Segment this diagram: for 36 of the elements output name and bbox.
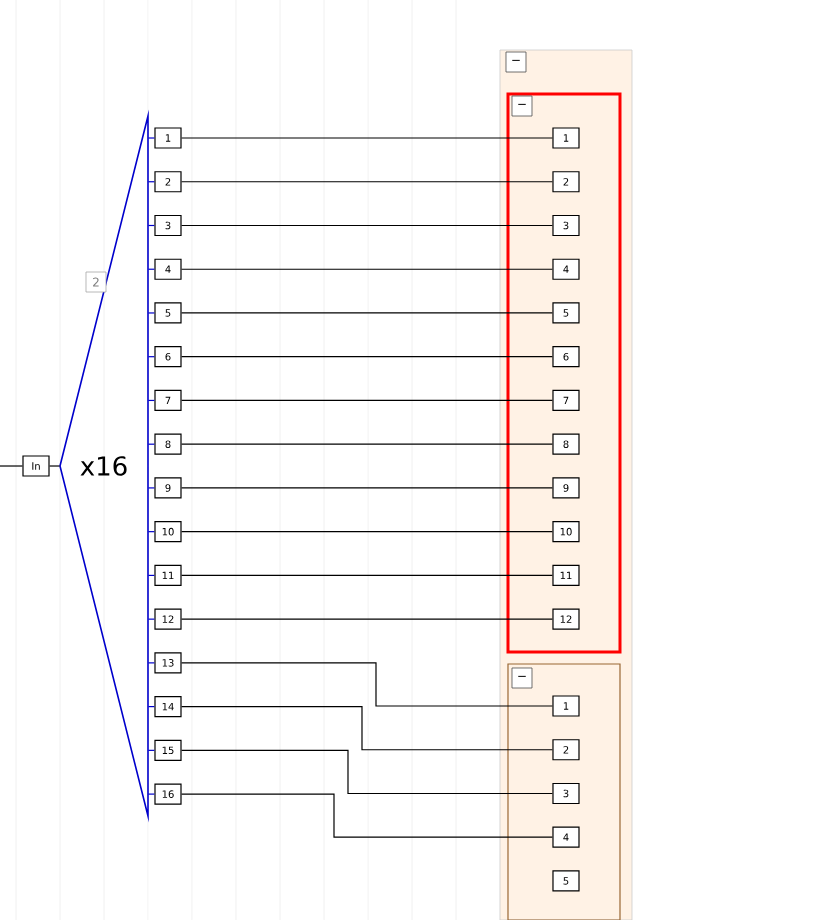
- connector-line: [147, 487, 155, 489]
- connector-line: [147, 662, 155, 664]
- connector-line: [181, 531, 553, 533]
- connector-line: [147, 399, 155, 402]
- connector-line: [181, 137, 553, 139]
- connector-line: [0, 465, 23, 467]
- connector-line: [181, 574, 553, 576]
- subsystem-frame: [507, 663, 621, 920]
- subsystem-frame: [506, 92, 622, 654]
- connector-line: [181, 443, 553, 445]
- connector-line: [147, 531, 155, 533]
- connector-line: [49, 465, 61, 467]
- connector-line: [181, 793, 553, 838]
- connector-line: [147, 268, 155, 270]
- connector-line: [147, 181, 155, 183]
- connector-line: [181, 399, 553, 402]
- connector-line: [181, 618, 553, 620]
- connector-line: [147, 574, 155, 576]
- connector-line: [147, 137, 155, 139]
- connector-line: [181, 312, 553, 314]
- connector-line: [181, 356, 553, 358]
- connector-line: [181, 487, 553, 489]
- connector-line: [147, 443, 155, 445]
- connector-line: [181, 224, 553, 227]
- connector-line: [147, 749, 155, 751]
- connector-line: [147, 706, 155, 708]
- connector-line: [147, 793, 155, 795]
- connector-line: [181, 662, 553, 707]
- connector-line: [147, 312, 155, 314]
- connector-line: [181, 749, 553, 795]
- connector-line: [181, 181, 553, 183]
- connector-line: [147, 618, 155, 620]
- connector-line: [147, 224, 155, 227]
- connector-line: [181, 268, 553, 270]
- connector-line: [147, 356, 155, 358]
- connector-line: [181, 706, 553, 751]
